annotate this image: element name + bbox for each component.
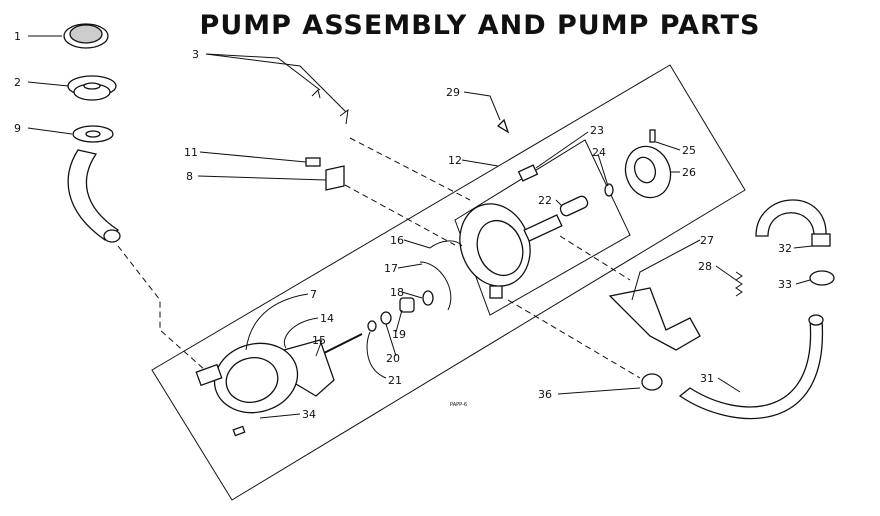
pump-assembly-outline	[151, 64, 746, 501]
callout-23: 23	[590, 124, 604, 137]
callout-17: 17	[384, 262, 398, 275]
callout-19: 19	[392, 328, 406, 341]
inlet-hose	[67, 149, 120, 241]
callout-31: 31	[700, 372, 714, 385]
seal-spring	[380, 311, 392, 325]
callout-28: 28	[698, 260, 712, 273]
wire-clip	[311, 89, 349, 125]
small-pin	[496, 118, 510, 134]
o-ring	[429, 240, 463, 249]
callout-2: 2	[14, 76, 21, 89]
shaft-washer	[604, 183, 614, 197]
callout-15: 15	[312, 334, 326, 347]
callout-20: 20	[386, 352, 400, 365]
callout-1: 1	[14, 30, 21, 43]
leader-lines	[27, 35, 813, 419]
callout-21: 21	[388, 374, 402, 387]
seal-body	[399, 297, 415, 313]
retaining-ring	[419, 261, 452, 311]
callout-27: 27	[700, 234, 714, 247]
callout-11: 11	[184, 146, 198, 159]
clamp-ring	[641, 373, 663, 391]
cover-screw	[232, 425, 246, 437]
callout-16: 16	[390, 234, 404, 247]
strainer-cap	[63, 23, 109, 49]
strainer-gasket	[72, 125, 114, 143]
seal-ring	[367, 320, 377, 332]
callout-18: 18	[390, 286, 404, 299]
callout-36: 36	[538, 388, 552, 401]
pulley-screw	[649, 129, 656, 143]
drain-hose	[678, 319, 823, 420]
callout-3: 3	[192, 48, 199, 61]
shaft-sleeve	[559, 195, 589, 217]
diagram-code: PAPP-6	[450, 402, 467, 408]
callout-24: 24	[592, 146, 606, 159]
callout-22: 22	[538, 194, 552, 207]
callout-9: 9	[14, 122, 21, 135]
strainer-body	[67, 75, 117, 101]
connector-line-3	[344, 184, 456, 246]
spring-clip	[305, 157, 321, 167]
callout-12: 12	[448, 154, 462, 167]
connector-line-5	[559, 235, 631, 281]
diagram-title: PUMP ASSEMBLY AND PUMP PARTS	[199, 10, 761, 41]
callout-32: 32	[778, 242, 792, 255]
connector-line-2	[349, 137, 471, 201]
pump-bracket-arm	[608, 287, 701, 351]
pump-seal-block	[517, 164, 539, 182]
tension-spring	[735, 271, 743, 297]
callout-33: 33	[778, 278, 792, 291]
callout-29: 29	[446, 86, 460, 99]
connector-line-1	[117, 245, 206, 371]
seal-washer	[422, 290, 434, 306]
outlet-hose-end	[811, 233, 831, 247]
mounting-bracket	[325, 165, 345, 191]
callout-25: 25	[682, 144, 696, 157]
housing-subassembly-outline	[454, 139, 631, 316]
hose-clamp	[809, 270, 835, 286]
pump-housing	[459, 203, 563, 299]
pump-cover	[195, 342, 299, 414]
callout-14: 14	[320, 312, 334, 325]
outlet-hose	[755, 199, 827, 237]
connector-line-4	[507, 299, 641, 379]
callout-34: 34	[302, 408, 316, 421]
callout-8: 8	[186, 170, 193, 183]
callout-26: 26	[682, 166, 696, 179]
pump-pulley	[624, 145, 672, 199]
callout-7: 7	[310, 288, 317, 301]
